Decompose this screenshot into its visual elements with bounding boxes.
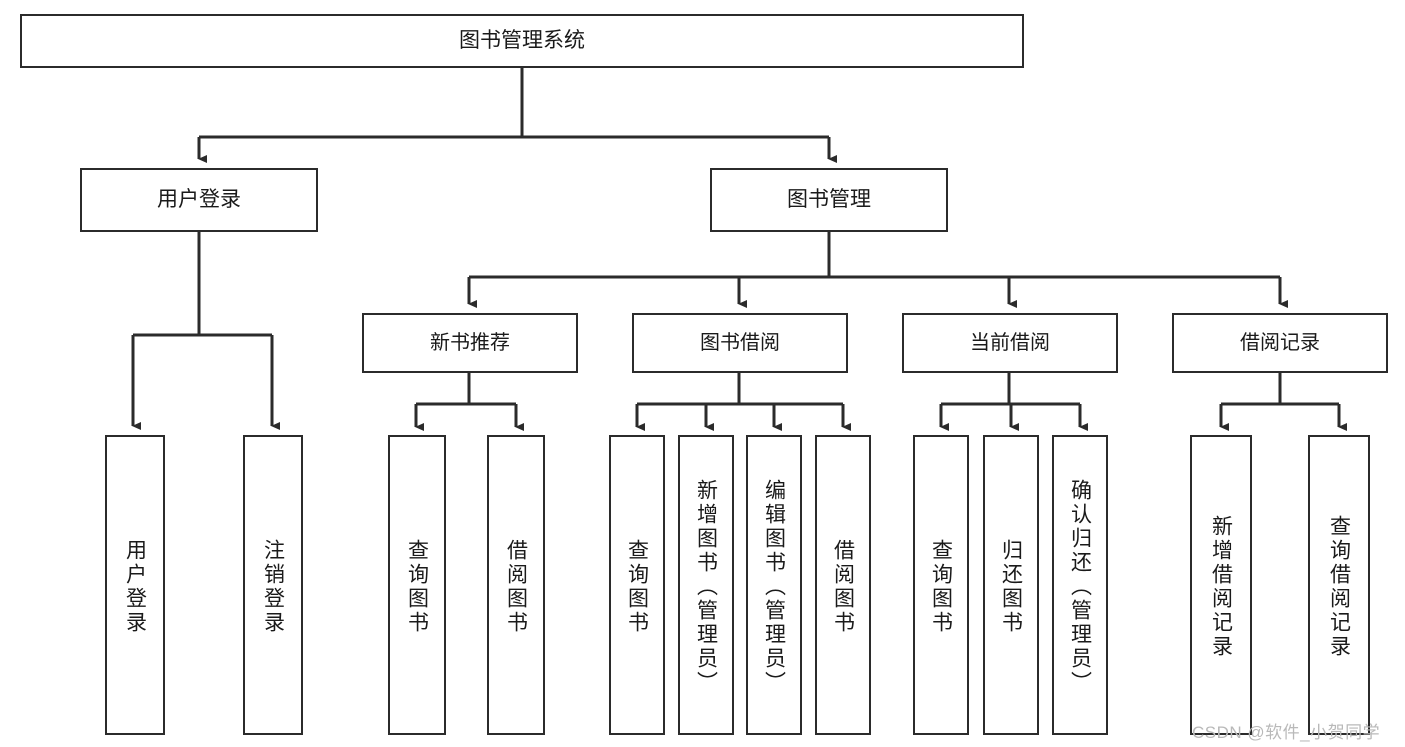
leaf-borrow-book-recommend[interactable]: 借阅图书 bbox=[487, 435, 545, 735]
leaf-user-login[interactable]: 用户登录 bbox=[105, 435, 165, 735]
node-borrow-records[interactable]: 借阅记录 bbox=[1172, 313, 1388, 373]
leaf-query-borrow-record[interactable]: 查询借阅记录 bbox=[1308, 435, 1370, 735]
leaf-query-book-borrow-label: 查询图书 bbox=[625, 539, 649, 635]
leaf-edit-book-admin-label: 编辑图书（管理员） bbox=[762, 479, 786, 695]
node-book-management[interactable]: 图书管理 bbox=[710, 168, 948, 232]
node-borrow-records-label: 借阅记录 bbox=[1240, 332, 1320, 354]
node-root-label: 图书管理系统 bbox=[459, 29, 585, 53]
leaf-return-book[interactable]: 归还图书 bbox=[983, 435, 1039, 735]
node-new-book-recommend[interactable]: 新书推荐 bbox=[362, 313, 578, 373]
leaf-query-book-recommend-label: 查询图书 bbox=[405, 539, 429, 635]
node-book-management-label: 图书管理 bbox=[787, 188, 871, 212]
node-current-borrow-label: 当前借阅 bbox=[970, 332, 1050, 354]
leaf-add-borrow-record[interactable]: 新增借阅记录 bbox=[1190, 435, 1252, 735]
leaf-user-login-label: 用户登录 bbox=[123, 539, 147, 635]
node-user-login-label: 用户登录 bbox=[157, 188, 241, 212]
leaf-add-book-admin-label: 新增图书（管理员） bbox=[694, 479, 718, 695]
leaf-edit-book-admin[interactable]: 编辑图书（管理员） bbox=[746, 435, 802, 735]
node-new-book-recommend-label: 新书推荐 bbox=[430, 332, 510, 354]
leaf-logout[interactable]: 注销登录 bbox=[243, 435, 303, 735]
node-user-login[interactable]: 用户登录 bbox=[80, 168, 318, 232]
watermark: CSDN @软件_小贺同学 bbox=[1192, 723, 1381, 742]
leaf-borrow-book[interactable]: 借阅图书 bbox=[815, 435, 871, 735]
leaf-add-book-admin[interactable]: 新增图书（管理员） bbox=[678, 435, 734, 735]
leaf-query-book-borrow[interactable]: 查询图书 bbox=[609, 435, 665, 735]
leaf-confirm-return-admin-label: 确认归还（管理员） bbox=[1068, 479, 1092, 695]
leaf-query-book-current[interactable]: 查询图书 bbox=[913, 435, 969, 735]
node-book-borrow[interactable]: 图书借阅 bbox=[632, 313, 848, 373]
leaf-borrow-book-label: 借阅图书 bbox=[831, 539, 855, 635]
node-current-borrow[interactable]: 当前借阅 bbox=[902, 313, 1118, 373]
node-root[interactable]: 图书管理系统 bbox=[20, 14, 1024, 68]
leaf-query-borrow-record-label: 查询借阅记录 bbox=[1327, 515, 1351, 659]
node-book-borrow-label: 图书借阅 bbox=[700, 332, 780, 354]
leaf-return-book-label: 归还图书 bbox=[999, 539, 1023, 635]
leaf-logout-label: 注销登录 bbox=[261, 539, 285, 635]
leaf-borrow-book-recommend-label: 借阅图书 bbox=[504, 539, 528, 635]
leaf-add-borrow-record-label: 新增借阅记录 bbox=[1209, 515, 1233, 659]
leaf-query-book-current-label: 查询图书 bbox=[929, 539, 953, 635]
leaf-query-book-recommend[interactable]: 查询图书 bbox=[388, 435, 446, 735]
leaf-confirm-return-admin[interactable]: 确认归还（管理员） bbox=[1052, 435, 1108, 735]
